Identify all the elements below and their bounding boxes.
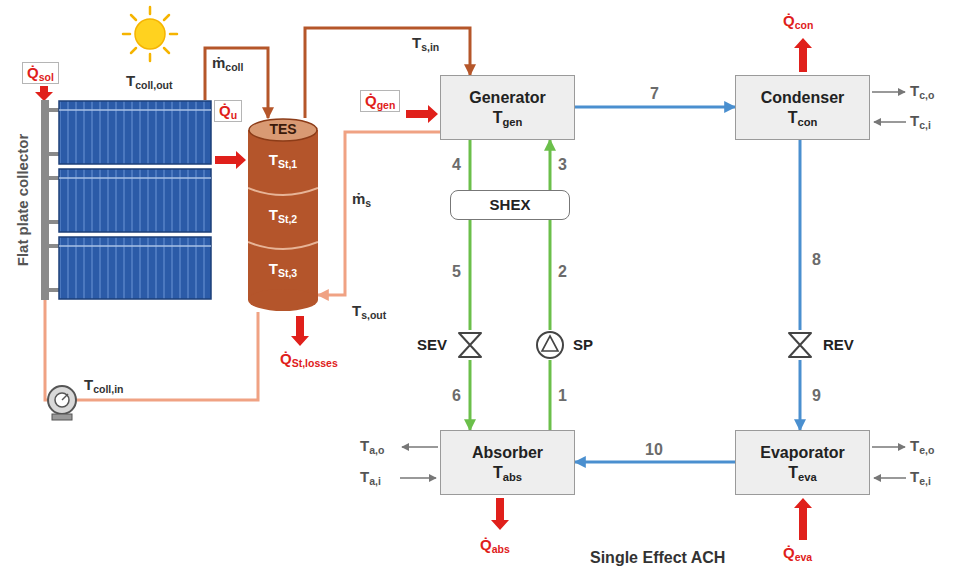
process-box: CondenserTcon [735, 75, 870, 140]
solar-collector: Flat plate collector [40, 100, 212, 300]
heat-label: Q̇sol [22, 62, 59, 84]
flow-line [575, 461, 735, 464]
temp-label: Tc,i [910, 112, 931, 130]
edge-label: 9 [812, 386, 821, 405]
edge-label: 3 [558, 155, 567, 174]
edge-label: 8 [812, 250, 821, 269]
heat-label: Q̇gen [360, 90, 400, 112]
tank-title: TES [248, 121, 318, 139]
valve-label: REV [823, 336, 854, 355]
edge-label: 4 [452, 155, 461, 174]
temp-label: Te,o [910, 437, 934, 455]
flow-line [318, 132, 440, 295]
heat-label: Q̇con [783, 12, 813, 30]
tank-layer-temp: TSt,1 [248, 151, 318, 170]
pump-shape [535, 330, 565, 360]
heat-label: Q̇u [214, 100, 242, 122]
heat-label: Q̇St,losses [280, 350, 338, 368]
heat-label: Q̇eva [783, 544, 812, 562]
box-title: Absorber [472, 443, 543, 463]
temp-label: Tcoll,out [126, 72, 173, 90]
process-box: GeneratorTgen [440, 75, 575, 140]
process-box: AbsorberTabs [440, 430, 575, 495]
temp-label: Ta,i [360, 468, 381, 486]
flow-line [549, 360, 552, 430]
tank-layer-temp: TSt,2 [248, 206, 318, 225]
collector-shape [40, 100, 212, 300]
water-line [400, 92, 906, 478]
heat-arrow [35, 38, 812, 540]
edge-label: 5 [452, 262, 461, 281]
flow-line [799, 140, 802, 330]
expansion-valve: REV [785, 330, 815, 360]
box-title: SHEX [490, 196, 531, 215]
flow-line [799, 360, 802, 430]
storage-tank: TES TSt,1TSt,2TSt,3 [248, 118, 318, 312]
box-temp: Tcon [788, 108, 818, 128]
valve-shape [785, 330, 815, 360]
process-box: EvaporatorTeva [735, 430, 870, 495]
box-temp: Teva [788, 463, 816, 483]
heat-exchanger: SHEX [450, 190, 570, 220]
edge-label: 2 [558, 262, 567, 281]
edge-label: 10 [645, 440, 663, 459]
box-title: Condenser [761, 88, 845, 108]
collector-label: Flat plate collector [14, 134, 33, 267]
box-title: Evaporator [760, 443, 844, 463]
pump-label: SP [573, 336, 593, 355]
edge-label: Ts,out [352, 302, 386, 320]
box-temp: Tabs [493, 463, 522, 483]
edge-label: 6 [452, 386, 461, 405]
valve-shape [455, 330, 485, 360]
flow-rate-label: ṁs [352, 190, 371, 208]
temp-label: Te,i [910, 468, 931, 486]
flow-line [469, 360, 472, 430]
valve-label: SEV [417, 336, 447, 355]
tank-layer-temp: TSt,3 [248, 260, 318, 279]
solution-pump: SP [535, 330, 565, 360]
flow-line [549, 220, 552, 330]
temp-label: Tcoll,in [84, 376, 124, 394]
flow-line [575, 106, 735, 109]
edge-label: 1 [558, 386, 567, 405]
system-caption: Single Effect ACH [590, 548, 725, 567]
expansion-valve: SEV [455, 330, 485, 360]
edge-label: 7 [650, 84, 659, 103]
temp-label: Tc,o [910, 82, 934, 100]
flow-line [469, 140, 472, 190]
flow-rate-label: ṁcoll [212, 54, 243, 72]
edge-label: Ts,in [412, 34, 439, 52]
flow-line [45, 300, 258, 400]
temp-label: Ta,o [360, 437, 384, 455]
flow-line [469, 220, 472, 330]
heat-label: Q̇abs [480, 536, 510, 554]
box-title: Generator [469, 88, 545, 108]
flow-line [549, 140, 552, 190]
box-temp: Tgen [493, 108, 523, 128]
sun [123, 7, 177, 61]
